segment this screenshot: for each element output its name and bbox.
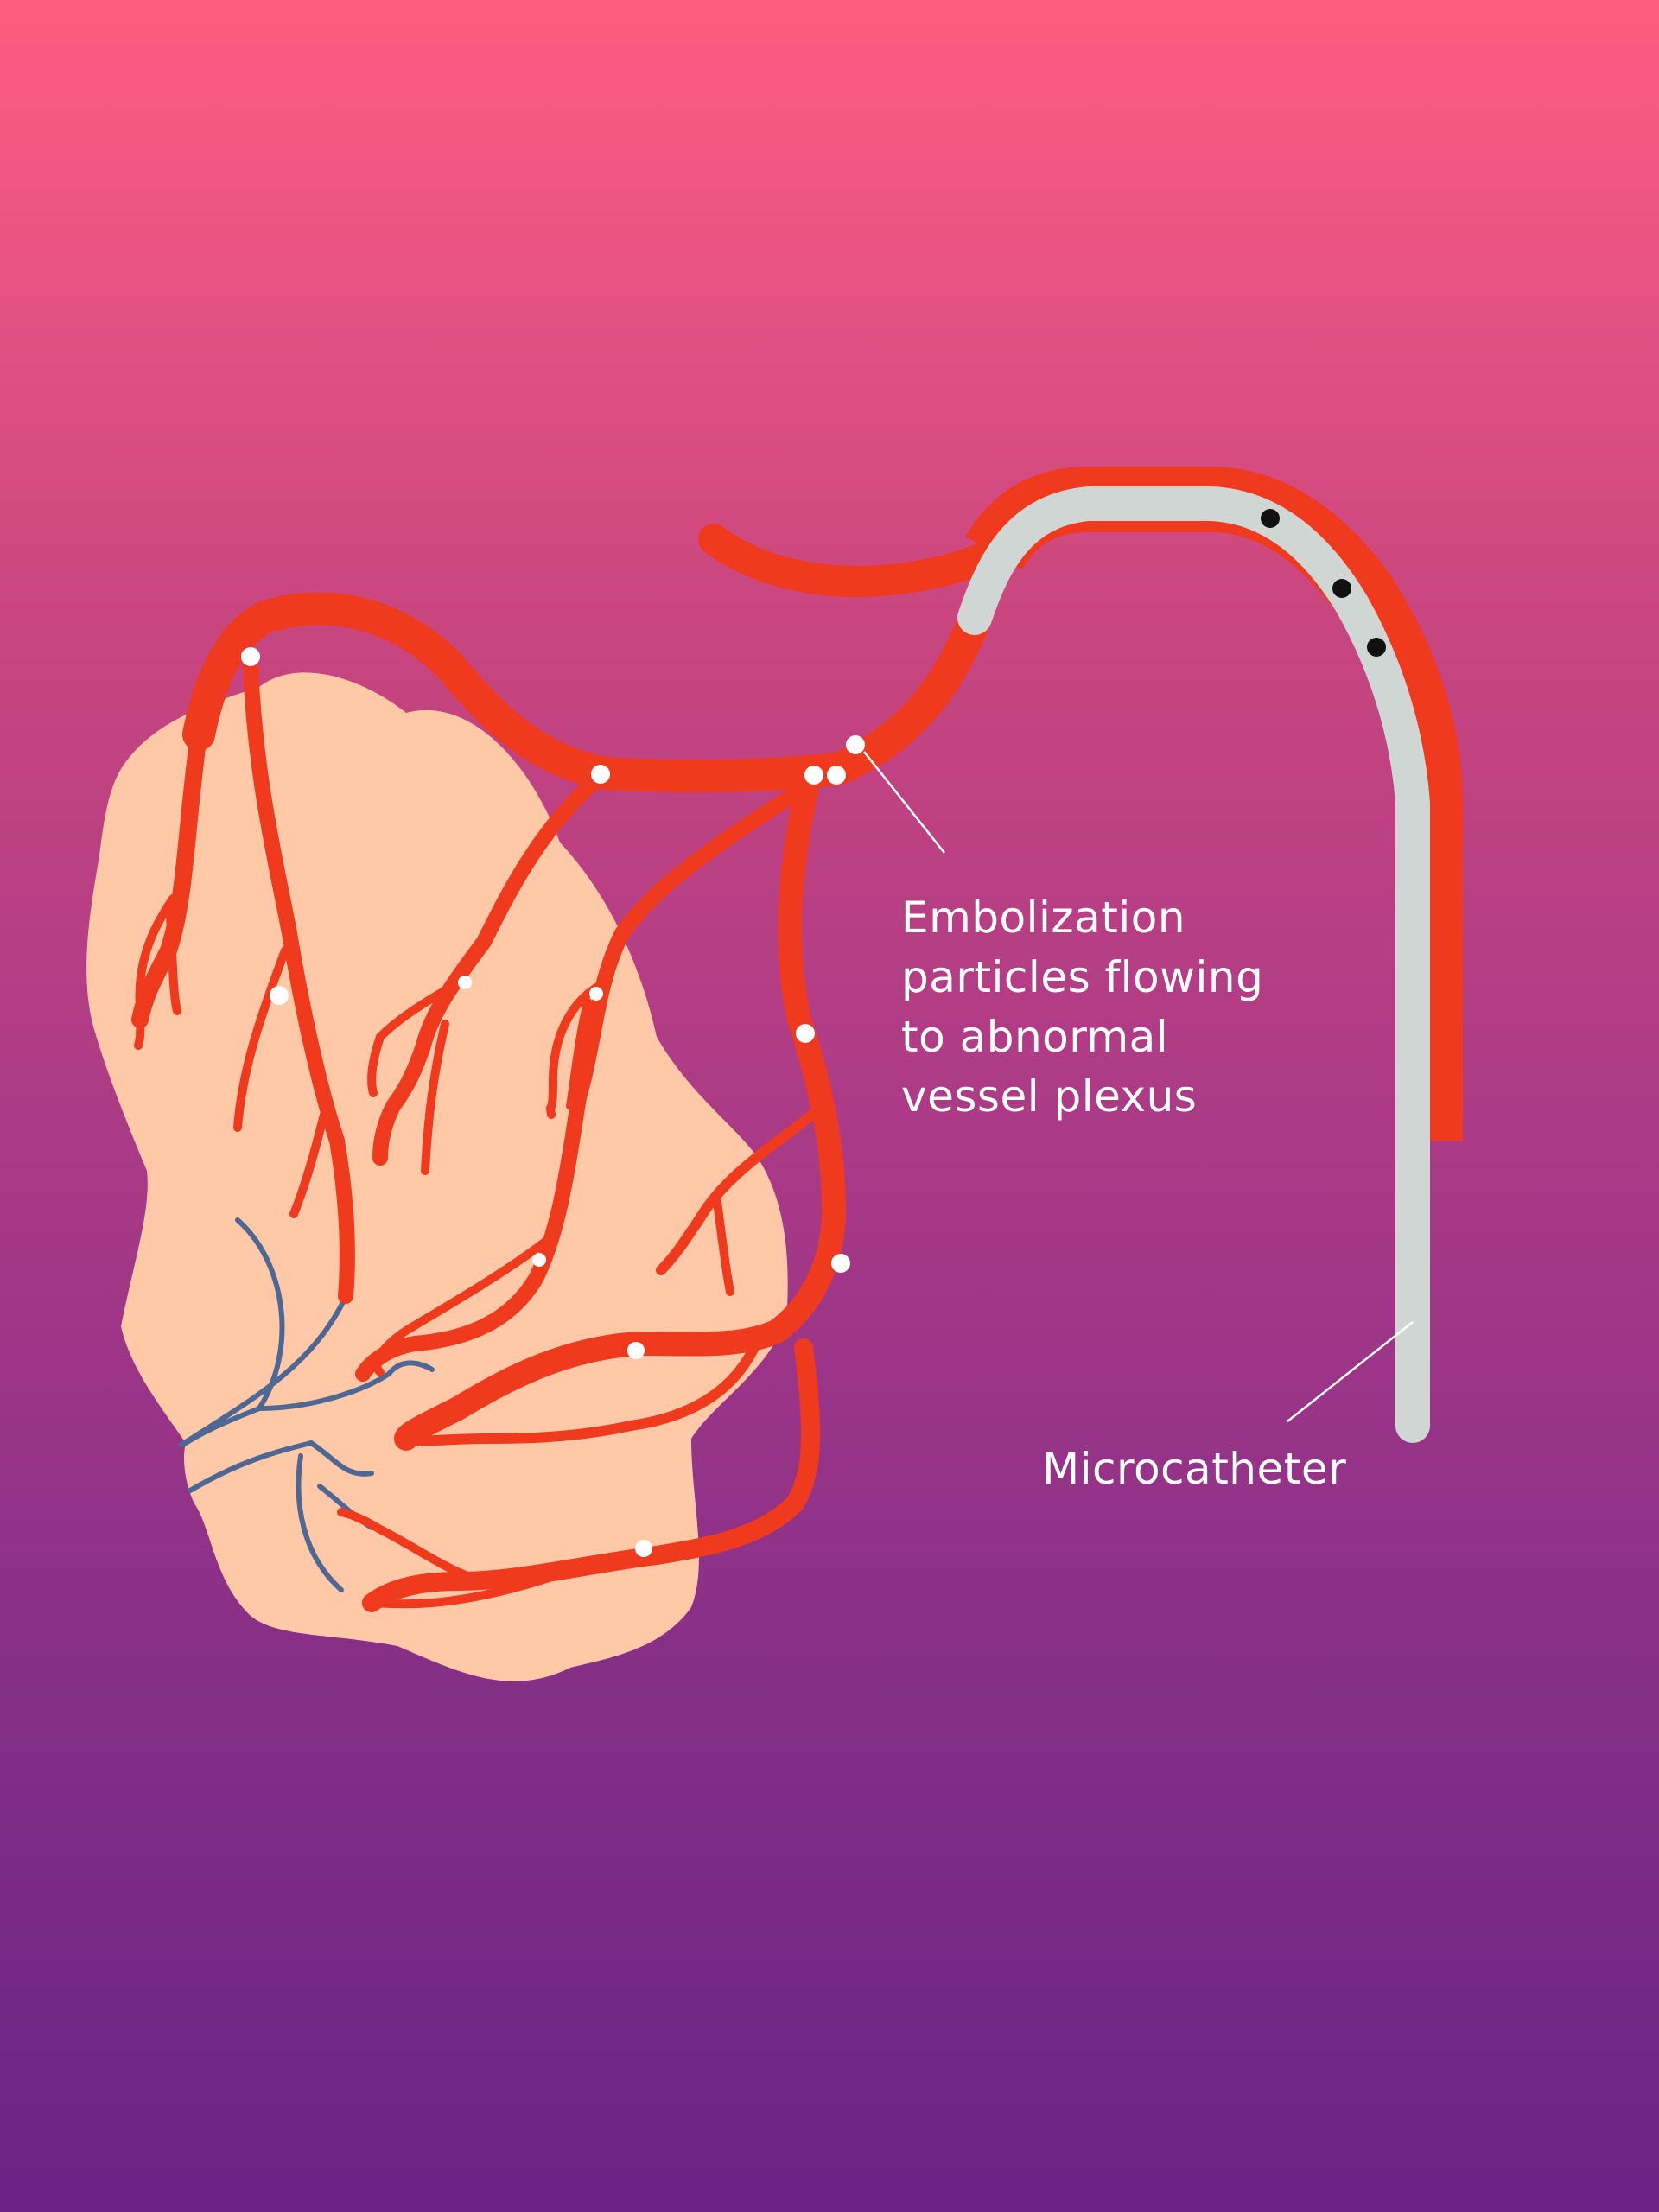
label-line: Embolization (901, 893, 1186, 943)
label-line: to abnormal (901, 1012, 1169, 1062)
catheter-particle (1367, 638, 1386, 657)
label-line: particles flowing (901, 952, 1264, 1002)
artery-inner-branch (243, 658, 355, 1304)
particle (270, 986, 289, 1005)
artery-lower-loop (362, 1338, 821, 1612)
artery-proximal-curl (698, 524, 1009, 597)
particle (589, 987, 603, 1001)
embolization-particles (241, 647, 865, 1557)
particle (831, 1254, 850, 1273)
particle (241, 647, 260, 666)
artery-mid-branch (421, 1020, 449, 1175)
particle (532, 1253, 546, 1267)
artery-inner-branch (233, 946, 289, 1132)
vein (179, 1298, 346, 1447)
particle (635, 1540, 652, 1557)
vein (257, 1371, 391, 1411)
leader-line-particles (863, 751, 945, 854)
artery-inner-branch (289, 1110, 328, 1218)
artery-main-arch (182, 588, 997, 793)
particle (458, 976, 472, 989)
artery-lower-loop (337, 1508, 488, 1586)
artery-right-trunk (401, 1338, 761, 1446)
arteries (131, 524, 1009, 1612)
label-microcatheter: Microcatheter (1042, 1444, 1347, 1494)
vein (188, 1440, 314, 1493)
artery-right-branch (566, 998, 592, 1110)
artery-right-trunk (656, 1109, 817, 1275)
catheter-particle (1332, 579, 1351, 598)
artery-left-branch (166, 912, 181, 1015)
artery-mid-branch (367, 976, 467, 1097)
artery-right-branch (372, 1231, 557, 1376)
microcatheter (957, 486, 1430, 1443)
artery-right-branch (355, 774, 820, 1382)
catheter-particle (1261, 509, 1280, 528)
artery-right-trunk (394, 770, 846, 1451)
vein (181, 1406, 262, 1447)
particle (804, 766, 823, 785)
vein (308, 1440, 374, 1477)
artery-lower-loop (367, 1560, 592, 1609)
particle (827, 766, 846, 785)
vein (386, 1360, 435, 1376)
label-line: vessel plexus (901, 1071, 1198, 1122)
particle (796, 1024, 815, 1043)
catheter-particles (1261, 509, 1386, 657)
artery-right-trunk (713, 1197, 734, 1296)
leader-line-catheter (1287, 1321, 1414, 1422)
particle (846, 735, 865, 754)
particle (627, 1342, 645, 1359)
artery-mid-branch (372, 766, 613, 1166)
artery-left-branch (134, 894, 177, 1050)
particle (591, 765, 610, 784)
artery-right-branch (546, 981, 605, 1119)
label-embolization-particles: Embolization particles flowing to abnorm… (901, 888, 1263, 1127)
vein (296, 1453, 344, 1592)
